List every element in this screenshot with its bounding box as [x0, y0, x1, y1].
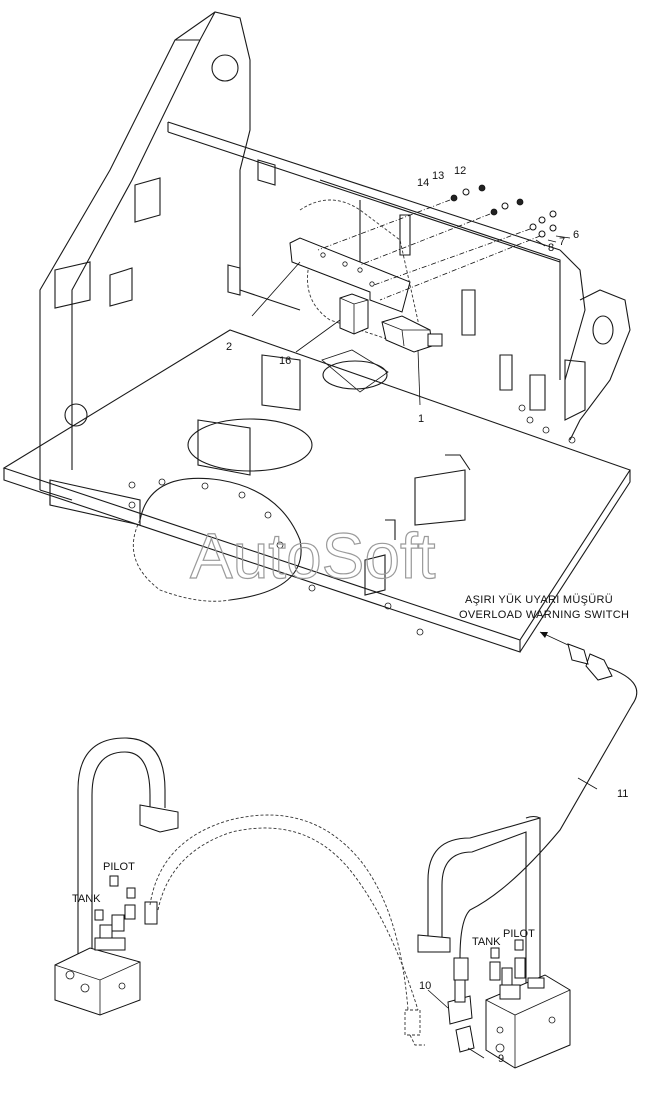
- nut-part-12: [478, 184, 486, 192]
- callout-14: 14: [417, 177, 429, 189]
- right-pilot-cap: [514, 939, 524, 951]
- callout-6: 6: [573, 229, 579, 241]
- left-tank-cap: [94, 909, 104, 921]
- callout-9: 9: [498, 1053, 504, 1065]
- switch-nozzle: [427, 333, 443, 347]
- washer-part-7: [538, 216, 546, 224]
- left-valve-block: [54, 947, 141, 1016]
- port-label-left-tank: TANK: [72, 893, 101, 905]
- washer-part-13: [462, 188, 470, 196]
- right-pipe-flange: [417, 934, 451, 953]
- bracket-part-2: [289, 237, 411, 313]
- cable-plug: [585, 653, 613, 681]
- callout-2: 2: [226, 341, 232, 353]
- callout-10: 10: [419, 980, 431, 992]
- callout-13: 13: [432, 170, 444, 182]
- port-label-right-tank: TANK: [472, 936, 501, 948]
- port-label-left-pilot: PILOT: [103, 861, 135, 873]
- nut-part-6: [549, 210, 557, 218]
- elbow-fitting-part-9: [455, 1025, 475, 1053]
- overload-switch-part-1: [381, 315, 433, 353]
- switch-mount-parts: [289, 184, 557, 353]
- callout-8: 8: [548, 242, 554, 254]
- left-pipe-flange: [139, 804, 179, 833]
- callout-11: 11: [617, 788, 628, 800]
- left-pilot-cap: [109, 875, 119, 887]
- frame-assembly: [2, 11, 631, 653]
- caption-line-2: OVERLOAD WARNING SWITCH: [459, 609, 629, 621]
- washer-part-14: [450, 194, 458, 202]
- callout-1: 1: [418, 413, 424, 425]
- port-label-right-pilot: PILOT: [503, 928, 535, 940]
- leader-lines: [251, 235, 598, 1059]
- washer-part-8: [529, 223, 537, 231]
- switch-cable-part-11: [459, 664, 638, 959]
- adapter-part: [453, 957, 469, 981]
- callout-7: 7: [559, 236, 565, 248]
- watermark-text: AutoSoft: [190, 520, 436, 592]
- caption-line-1: AŞIRI YÜK UYARI MÜŞÜRÜ: [465, 594, 613, 606]
- cable-nut: [567, 643, 589, 665]
- right-tank-cap: [490, 947, 500, 959]
- callout-12: 12: [454, 165, 466, 177]
- hydraulic-assembly: [54, 631, 638, 1069]
- callout-16: 16: [279, 355, 291, 367]
